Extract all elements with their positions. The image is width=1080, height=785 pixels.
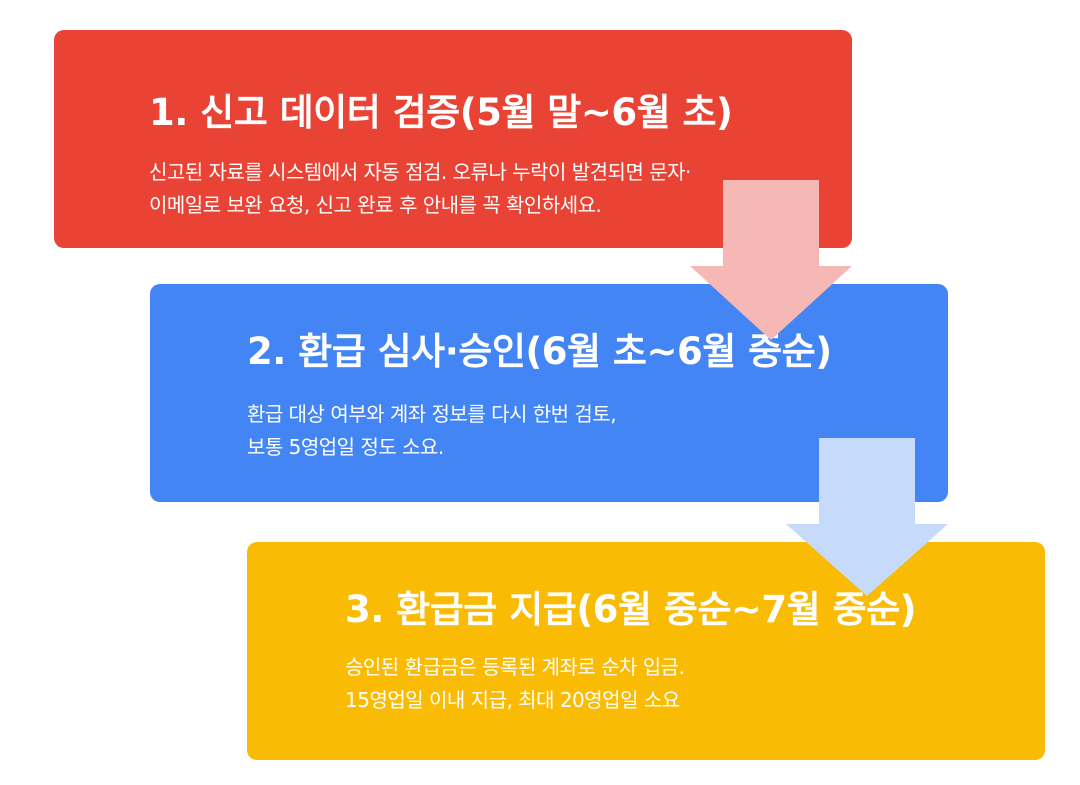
step-card-2: 2. 환급 심사·승인(6월 초~6월 중순) 환급 대상 여부와 계좌 정보를… — [150, 284, 948, 502]
step-card-1: 1. 신고 데이터 검증(5월 말~6월 초) 신고된 자료를 시스템에서 자동… — [54, 30, 852, 248]
step-3-title: 3. 환급금 지급(6월 중순~7월 중순) — [345, 588, 917, 631]
step-2-desc-line-2: 보통 5영업일 정도 소요. — [247, 435, 444, 459]
arrow-2-shape — [786, 438, 948, 596]
arrow-1-shape — [690, 180, 852, 340]
flow-arrow-down-icon — [786, 438, 948, 596]
step-3-desc-line-2: 15영업일 이내 지급, 최대 20영업일 소요 — [345, 688, 680, 712]
step-card-3: 3. 환급금 지급(6월 중순~7월 중순) 승인된 환급금은 등록된 계좌로 … — [247, 542, 1045, 760]
step-1-description: 신고된 자료를 시스템에서 자동 점검. 오류나 누락이 발견되면 문자· 이메… — [149, 156, 691, 222]
step-3-desc-line-1: 승인된 환급금은 등록된 계좌로 순차 입금. — [345, 655, 685, 679]
step-3-description: 승인된 환급금은 등록된 계좌로 순차 입금. 15영업일 이내 지급, 최대 … — [345, 651, 685, 717]
step-1-desc-line-2: 이메일로 보완 요청, 신고 완료 후 안내를 꼭 확인하세요. — [149, 193, 602, 217]
step-2-title: 2. 환급 심사·승인(6월 초~6월 중순) — [247, 330, 832, 373]
step-1-title: 1. 신고 데이터 검증(5월 말~6월 초) — [149, 91, 733, 134]
step-1-desc-line-1: 신고된 자료를 시스템에서 자동 점검. 오류나 누락이 발견되면 문자· — [149, 160, 691, 184]
step-2-description: 환급 대상 여부와 계좌 정보를 다시 한번 검토, 보통 5영업일 정도 소요… — [247, 398, 617, 464]
step-2-desc-line-1: 환급 대상 여부와 계좌 정보를 다시 한번 검토, — [247, 402, 617, 426]
flow-arrow-down-icon — [690, 180, 852, 340]
